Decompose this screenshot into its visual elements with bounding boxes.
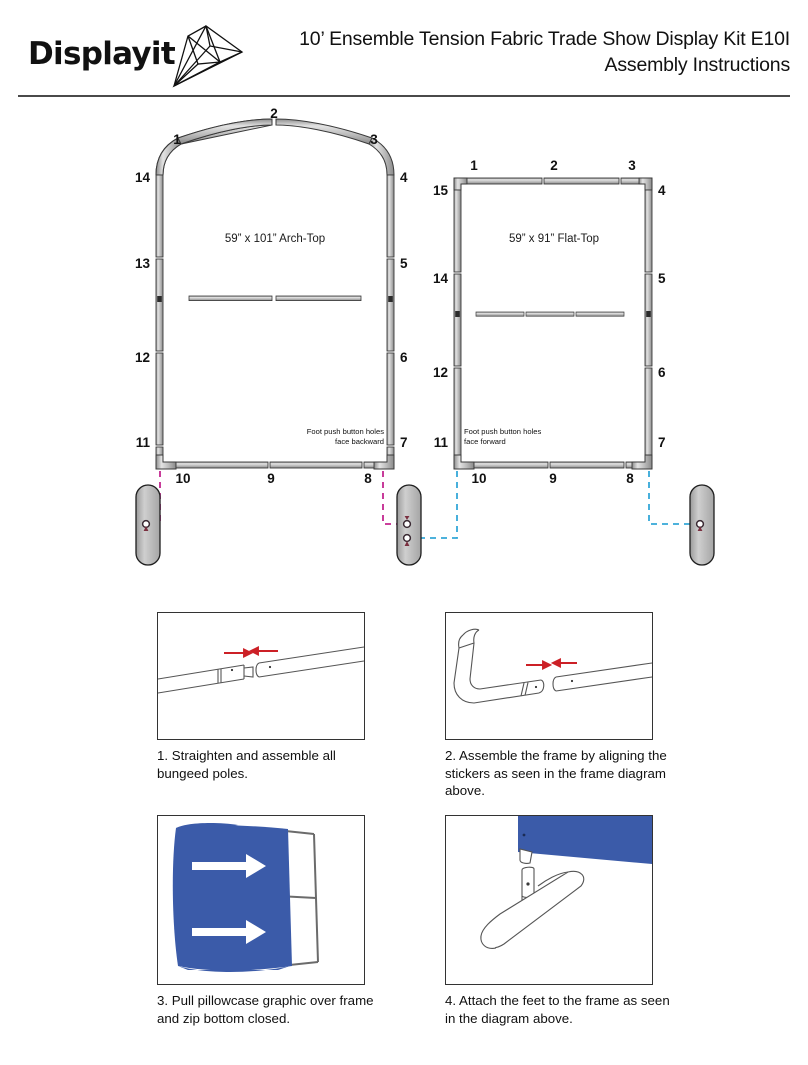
left-frame-num-1: 1 [173,132,181,147]
step-3-figure [157,815,365,985]
left-frame-num-3: 3 [370,132,378,147]
right-frame-num-11: 11 [434,435,449,450]
left-frame-num-6: 6 [400,350,408,365]
right-frame-num-12: 12 [433,365,448,380]
curved-pole-joint-diagram-icon [453,628,652,704]
left-frame-note-line1: Foot push button holes [307,427,384,436]
page-title: 10’ Ensemble Tension Fabric Trade Show D… [230,26,790,78]
right-frame-num-7: 7 [658,435,666,450]
left-frame-num-2: 2 [270,106,278,121]
step-3: 3. Pull pillowcase graphic over frame an… [157,815,374,1027]
left-frame-size-label: 59” x 101” Arch-Top [225,233,325,245]
right-frame-num-3: 3 [628,158,636,173]
left-frame-note-line2: face backward [335,437,384,446]
left-frame-num-10: 10 [175,471,190,486]
page-header: Displayit 10’ Ensemble Tension Fabric Tr… [0,0,808,100]
left-frame-num-13: 13 [135,256,151,271]
right-frame-note-line2: face forward [464,437,506,446]
left-frame-num-11: 11 [136,435,151,450]
right-frame-num-14: 14 [433,271,449,286]
right-frame-num-6: 6 [658,365,666,380]
step-1-figure [157,612,365,740]
origami-bird-logo-icon [168,18,248,90]
foot-center [396,484,422,566]
frame-assembly-diagram: 59” x 101” Arch-Top Foot push button hol… [0,100,808,600]
left-frame-num-12: 12 [135,350,150,365]
page-title-line-1: 10’ Ensemble Tension Fabric Trade Show D… [299,28,790,50]
step-1-caption: 1. Straighten and assemble all bungeed p… [157,748,336,781]
foot-right [689,484,715,566]
pillowcase-graphic-diagram-icon [172,823,319,972]
step-1: 1. Straighten and assemble all bungeed p… [157,612,367,782]
step-2-figure [445,612,653,740]
right-frame-num-1: 1 [470,158,478,173]
page-title-line-2: Assembly Instructions [604,54,791,76]
right-frame-num-2: 2 [550,158,558,173]
left-frame-num-4: 4 [400,170,408,185]
right-frame-flat-top: 59” x 91” Flat-Top Foot push button hole… [433,158,666,486]
left-frame-num-8: 8 [364,471,372,486]
step-2: 2. Assemble the frame by aligning the st… [445,612,667,800]
header-divider [18,95,790,97]
step-4-caption: 4. Attach the feet to the frame as seen … [445,993,670,1026]
brand-logo-text: Displayit [28,36,176,72]
left-frame-arch-top: 59” x 101” Arch-Top Foot push button hol… [135,106,408,486]
left-frame-num-9: 9 [267,471,275,486]
left-frame-num-5: 5 [400,256,408,271]
right-frame-num-5: 5 [658,271,666,286]
right-frame-note-line1: Foot push button holes [464,427,541,436]
right-frame-num-15: 15 [433,183,449,198]
step-3-caption: 3. Pull pillowcase graphic over frame an… [157,993,374,1026]
pole-joint-diagram-icon [158,645,364,694]
step-4-figure [445,815,653,985]
step-2-caption: 2. Assemble the frame by aligning the st… [445,748,667,798]
left-frame-num-14: 14 [135,170,151,185]
right-frame-num-10: 10 [471,471,486,486]
step-4: 4. Attach the feet to the frame as seen … [445,815,670,1027]
foot-left [135,484,161,566]
foot-attachment-diagram-icon [480,816,652,949]
right-frame-num-8: 8 [626,471,634,486]
right-frame-size-label: 59” x 91” Flat-Top [509,233,599,245]
left-frame-num-7: 7 [400,435,408,450]
right-frame-num-9: 9 [549,471,557,486]
right-frame-num-4: 4 [658,183,666,198]
